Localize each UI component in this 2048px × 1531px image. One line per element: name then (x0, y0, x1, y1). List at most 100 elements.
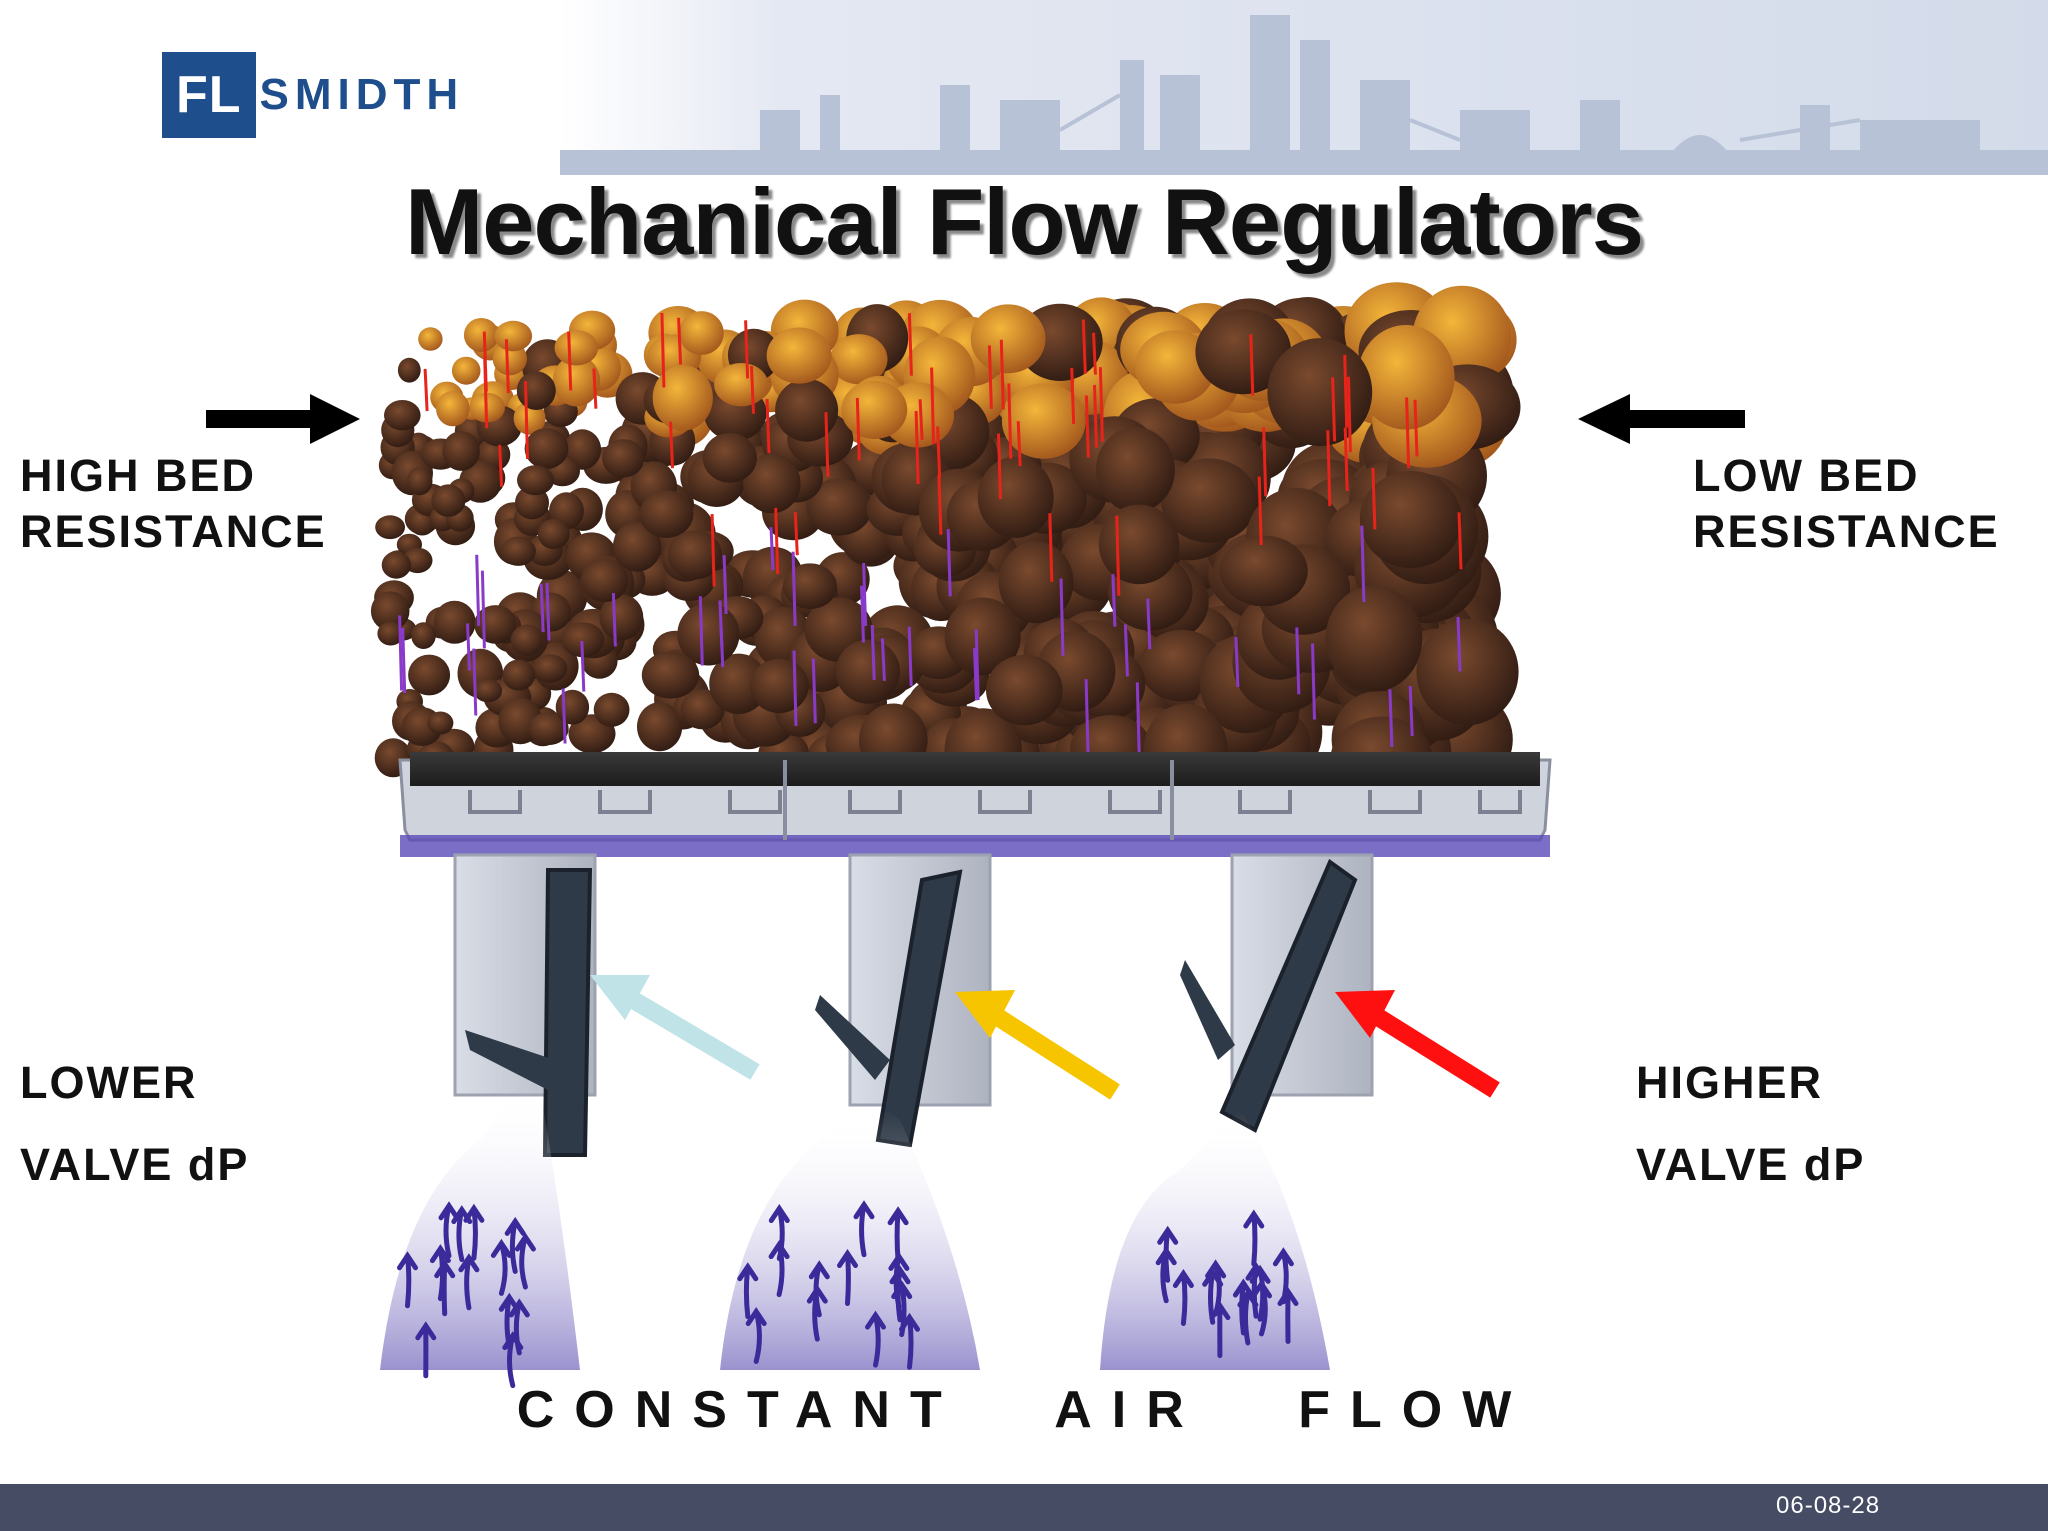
gas-streak (1016, 421, 1022, 467)
gas-streak (1007, 383, 1013, 459)
gas-streak (611, 592, 617, 647)
clinker-particle (835, 639, 901, 704)
air-streak-arrow (1272, 1247, 1294, 1305)
gas-streak (774, 507, 780, 575)
gas-streak (398, 615, 404, 691)
logo-text: SMIDTH (259, 70, 465, 119)
clinker-particle (639, 490, 694, 538)
gas-streak (722, 555, 728, 615)
air-streak-arrow (889, 1265, 911, 1323)
clinker-particle (555, 689, 590, 725)
air-streak-arrow (397, 1251, 418, 1309)
gas-streak (1408, 686, 1414, 737)
higher-valve-dp-label: HIGHER VALVE dP (1636, 1042, 1865, 1206)
clinker-particle (427, 711, 454, 735)
clinker-particle (998, 541, 1074, 624)
gas-streak (567, 331, 573, 391)
clinker-particle (1416, 618, 1519, 726)
gas-streak (1371, 467, 1377, 530)
footer-date: 06-08-28 (1776, 1492, 1881, 1519)
gas-streak (946, 529, 952, 597)
gas-streak (855, 397, 861, 461)
air-streak-arrow (498, 1292, 520, 1350)
clinker-particle (554, 330, 599, 366)
gas-streak (1093, 384, 1098, 448)
gas-streak (1311, 643, 1316, 720)
gas-streak (718, 600, 724, 647)
indicator-arrow-high (1335, 990, 1500, 1098)
gas-streak (561, 688, 567, 744)
clinker-particle (537, 518, 570, 550)
gas-streak (1098, 367, 1104, 442)
air-flow-streaks (397, 1200, 1299, 1389)
gas-streak (791, 551, 797, 626)
clinker-particle (408, 654, 451, 696)
clinker-particle (709, 653, 768, 714)
gas-streak (987, 345, 993, 409)
gas-streak (907, 313, 913, 376)
page-title: Mechanical Flow Regulators (404, 169, 1644, 274)
gas-streak (1234, 636, 1240, 688)
clinker-particle (637, 702, 683, 752)
gas-streak (1346, 376, 1352, 453)
gas-streak (936, 426, 942, 478)
gas-streak (870, 625, 876, 680)
gas-streak (539, 583, 545, 633)
air-streak-arrow (806, 1284, 828, 1342)
gas-streak (907, 626, 913, 687)
logo-mark: FL (162, 52, 256, 138)
gas-streak (1123, 624, 1129, 677)
clinker-particle (1095, 427, 1175, 513)
air-streak-arrow (438, 1201, 460, 1259)
gas-streak (1059, 578, 1065, 656)
clinker-particle (841, 380, 908, 439)
gas-streak (504, 339, 510, 394)
clinker-particle (418, 327, 443, 351)
label-line: RESISTANCE (20, 506, 327, 557)
clinker-particle (743, 453, 801, 514)
grate-plate (398, 752, 1552, 857)
air-streak-arrow (463, 1203, 485, 1261)
gas-streak (930, 367, 936, 445)
label-line: VALVE dP (1636, 1139, 1866, 1190)
clinker-particle (524, 428, 569, 469)
air-streak-arrow (837, 1248, 858, 1306)
clinker-particle (494, 320, 533, 352)
gas-streak (1092, 332, 1097, 375)
gas-streak (1457, 512, 1463, 570)
gas-streak (1405, 397, 1411, 468)
clinker-particle (451, 356, 481, 385)
clinker-particle (381, 551, 411, 579)
gas-streak (1081, 319, 1087, 374)
clinker-particle (500, 536, 536, 566)
gas-streak (824, 412, 830, 477)
gas-streak (914, 411, 920, 485)
gas-streak (1135, 682, 1141, 759)
gas-streak (1048, 513, 1054, 582)
clinker-particle (377, 621, 404, 646)
gas-streak (937, 474, 943, 535)
valve-right (1180, 853, 1374, 1133)
clinker-particle (517, 465, 554, 496)
valve-middle (815, 853, 992, 1148)
gas-streak (1326, 430, 1332, 507)
gas-streak (1331, 377, 1337, 442)
clinker-particle (677, 602, 740, 666)
gas-streak (792, 650, 798, 726)
gas-streak (765, 399, 771, 454)
clinker-particle (433, 600, 476, 644)
air-streak-arrow (1251, 1279, 1272, 1337)
gas-streak (974, 629, 980, 701)
gas-streak (918, 399, 924, 441)
air-streak-arrow (415, 1321, 437, 1379)
gas-streak (401, 627, 407, 694)
gas-streak (669, 421, 674, 469)
clinker-particle (1134, 330, 1216, 404)
air-streak-arrow (458, 1253, 480, 1311)
clinker-particle (431, 484, 466, 517)
clinker-particle (986, 654, 1063, 726)
gas-streak (677, 317, 683, 365)
gas-streak (999, 339, 1005, 410)
gas-streak (1413, 399, 1419, 457)
clinker-particle (1001, 383, 1086, 459)
